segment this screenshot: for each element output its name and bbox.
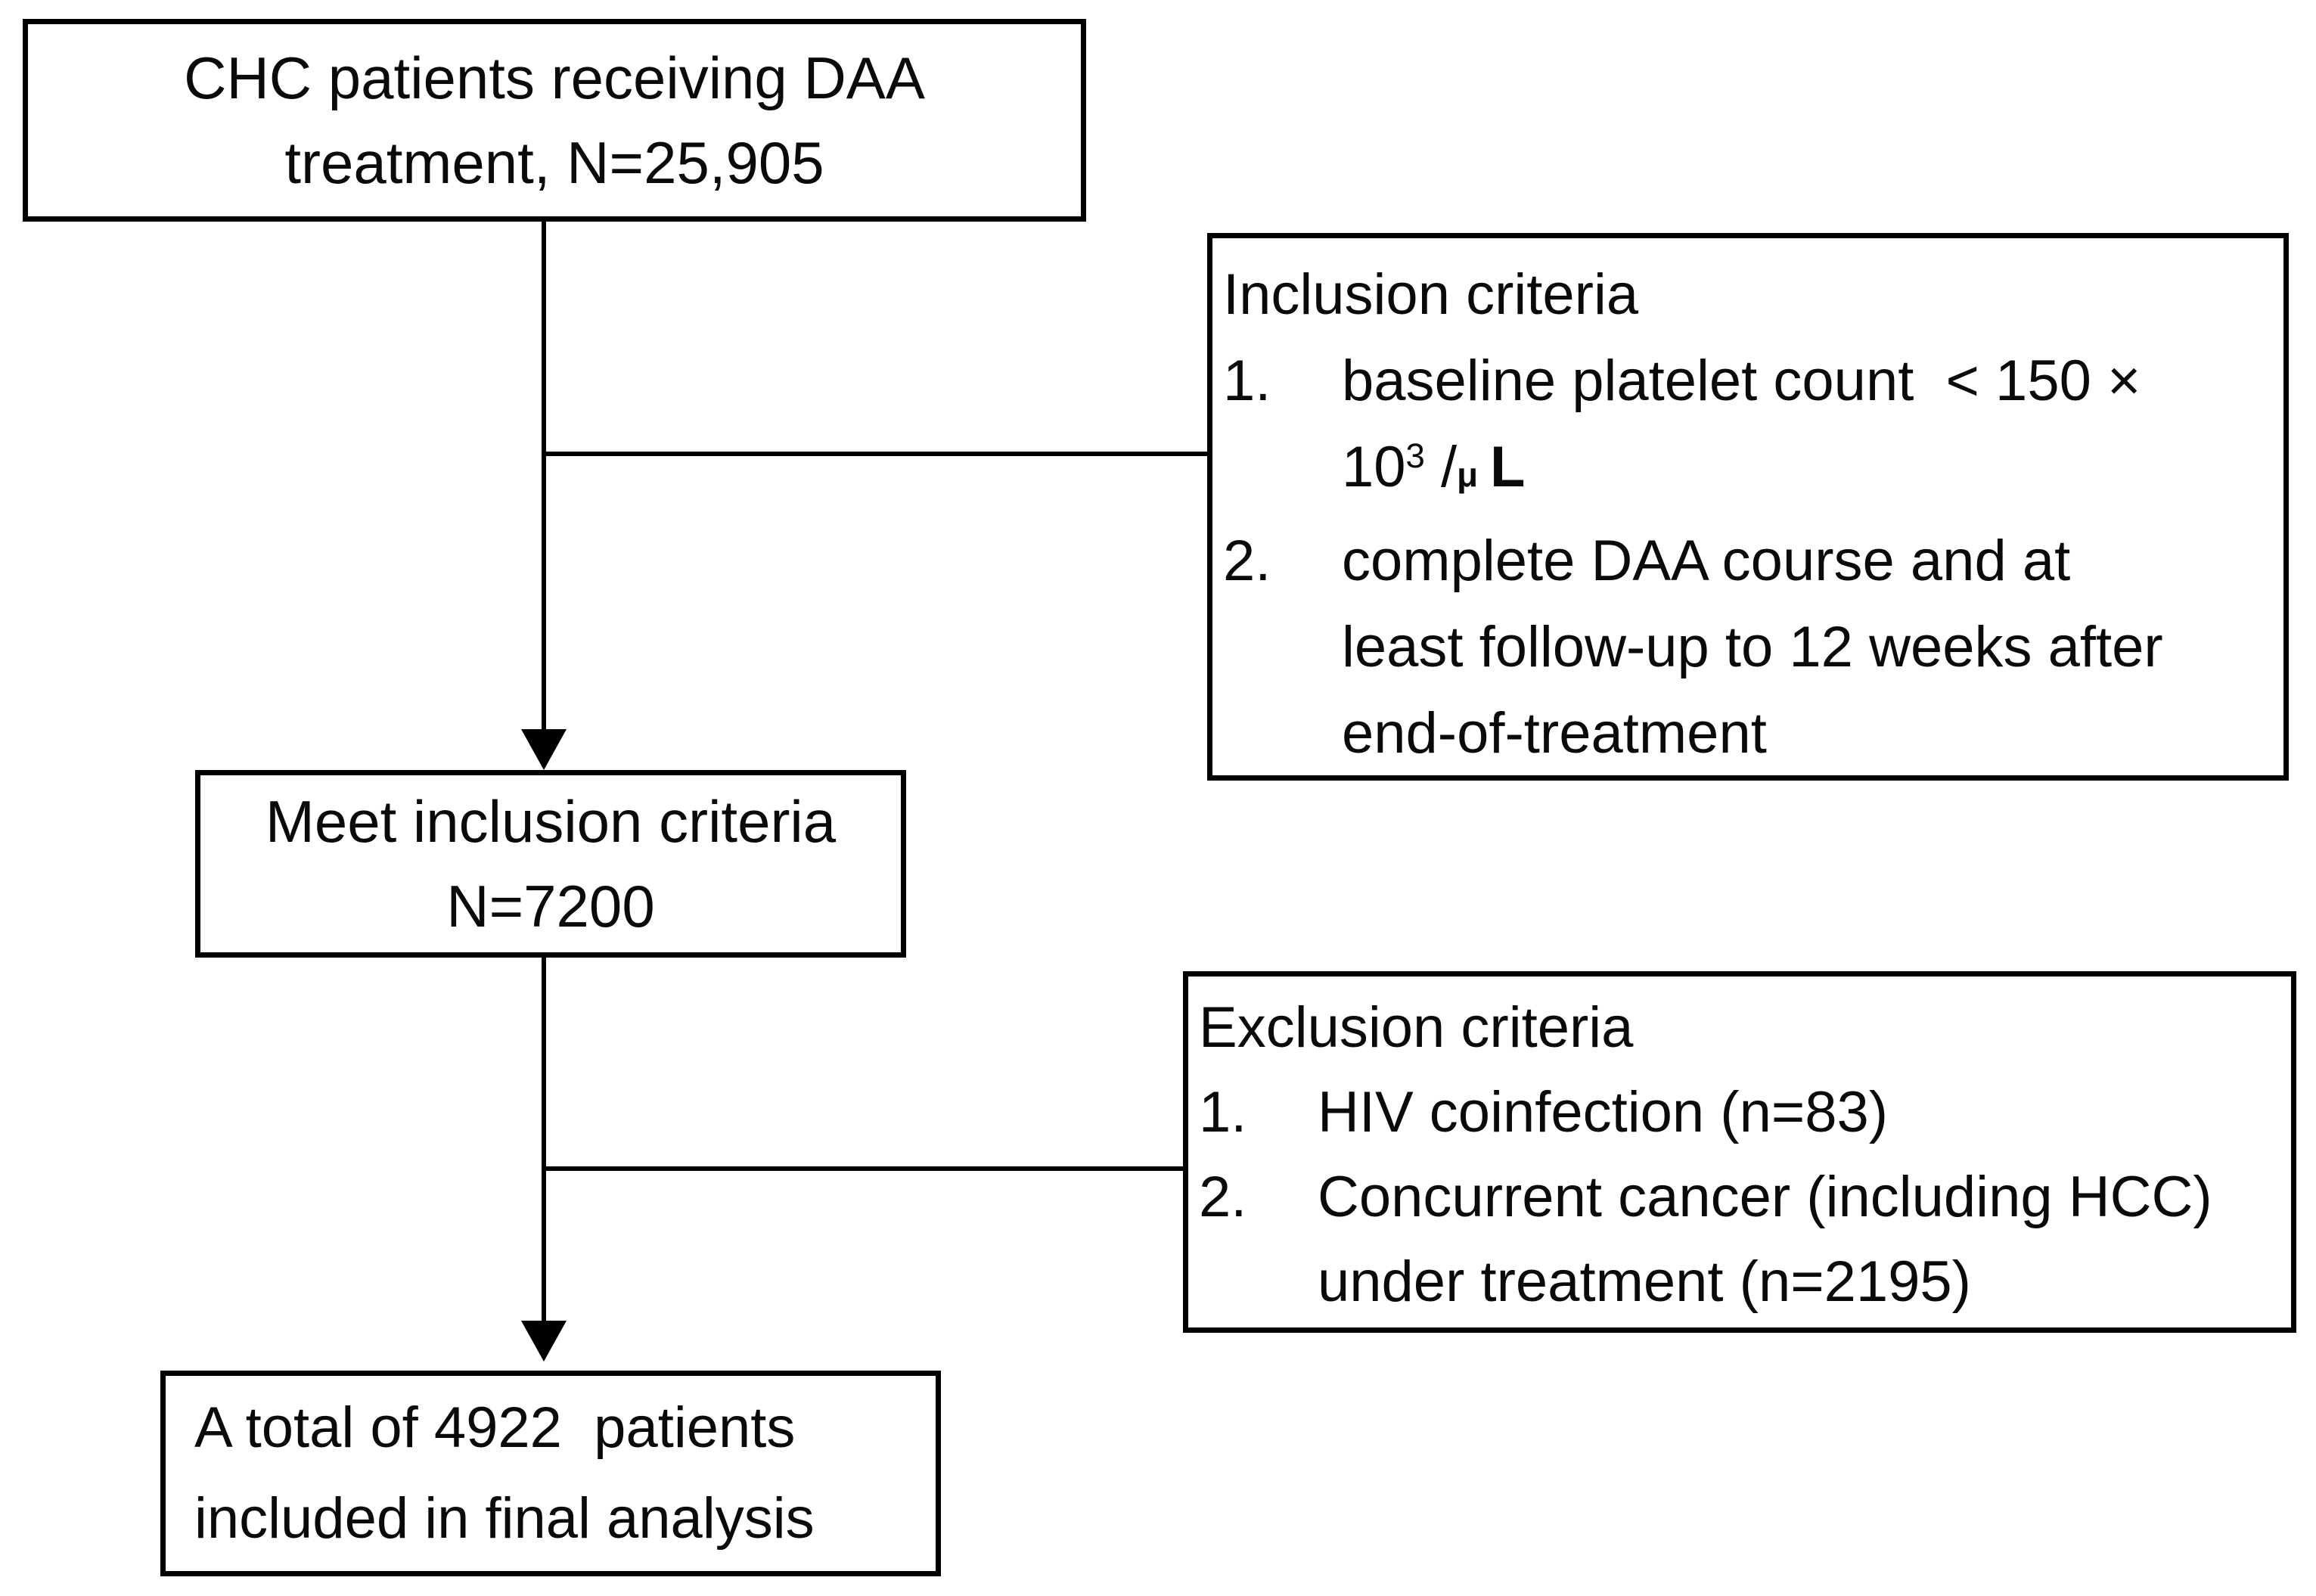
connector-branch-to-exclusion	[544, 1166, 1183, 1171]
list-number: 1.	[1199, 1080, 1247, 1144]
connector-middle-to-bottom	[542, 955, 546, 1322]
middle-box-line1: Meet inclusion criteria	[265, 788, 837, 855]
exclusion-item-2-line1: Concurrent cancer (including HCC)	[1318, 1165, 2212, 1229]
inclusion-title: Inclusion criteria	[1223, 262, 1639, 327]
formula-superscript: 3	[1405, 436, 1425, 475]
exclusion-title: Exclusion criteria	[1199, 995, 1634, 1060]
bottom-box-line2: included in final analysis	[194, 1486, 815, 1551]
arrow-down-icon	[521, 1321, 567, 1362]
box-meet-inclusion: Meet inclusion criteria N=7200	[195, 770, 906, 958]
top-box-line1: CHC patients receiving DAA	[184, 45, 925, 111]
formula-base: 10	[1342, 435, 1406, 499]
exclusion-item-2: 2. Concurrent cancer (including HCC) und…	[1199, 1155, 2277, 1324]
exclusion-item-1: 1. HIV coinfection (n=83)	[1199, 1070, 2277, 1155]
inclusion-item-2-line1: complete DAA course and at	[1342, 529, 2071, 593]
inclusion-item-1-line1: baseline platelet count < 150 ×	[1342, 349, 2141, 413]
inclusion-item-2-line3: end-of-treatment	[1342, 701, 1767, 765]
formula-mu: μ	[1457, 455, 1479, 494]
inclusion-item-1: 1. baseline platelet count < 150 × 103 /…	[1223, 338, 2270, 518]
list-number: 1.	[1223, 349, 1271, 413]
connector-top-to-middle	[542, 219, 546, 732]
inclusion-item-2-line2: least follow-up to 12 weeks after	[1342, 615, 2163, 679]
formula-slash: /	[1424, 435, 1458, 499]
list-number: 2.	[1223, 529, 1271, 593]
list-number: 2.	[1199, 1165, 1247, 1229]
inclusion-item-2: 2. complete DAA course and at least foll…	[1223, 518, 2270, 777]
connector-branch-to-inclusion	[544, 452, 1207, 456]
box-final-analysis: A total of 4922 patients included in fin…	[160, 1371, 941, 1576]
top-box-line2: treatment, N=25,905	[284, 129, 824, 196]
exclusion-item-2-line2: under treatment (n=2195)	[1318, 1250, 1971, 1314]
middle-box-line2: N=7200	[446, 873, 655, 939]
exclusion-item-1-line1: HIV coinfection (n=83)	[1318, 1080, 1889, 1144]
arrow-down-icon	[521, 729, 567, 770]
box-exclusion-criteria: Exclusion criteria 1. HIV coinfection (n…	[1183, 971, 2296, 1333]
box-chc-patients: CHC patients receiving DAA treatment, N=…	[23, 19, 1086, 222]
box-inclusion-criteria: Inclusion criteria 1. baseline platelet …	[1207, 233, 2289, 781]
bottom-box-line1: A total of 4922 patients	[194, 1396, 796, 1460]
formula-unit: L	[1490, 435, 1526, 499]
